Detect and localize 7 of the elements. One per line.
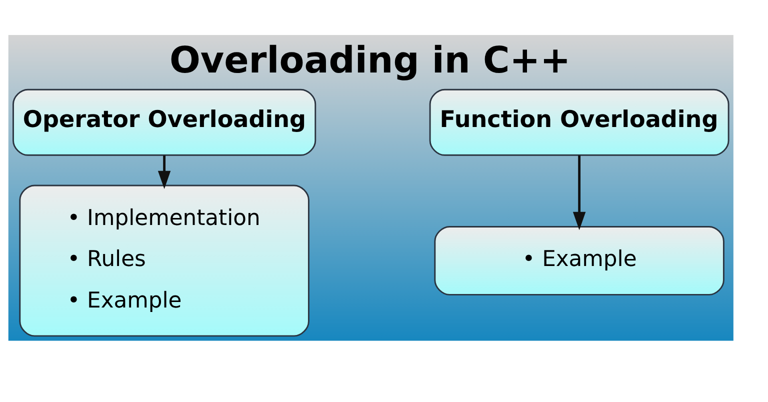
node-box: Operator Overloading: [12, 88, 316, 156]
node-box: • Implementation • Rules • Example: [19, 184, 310, 337]
node-box: Function Overloading: [429, 88, 730, 156]
arrow: [158, 155, 171, 190]
node-box: • Example: [434, 226, 724, 296]
arrow: [572, 155, 586, 230]
diagram-title: Overloading in C++: [169, 38, 571, 82]
